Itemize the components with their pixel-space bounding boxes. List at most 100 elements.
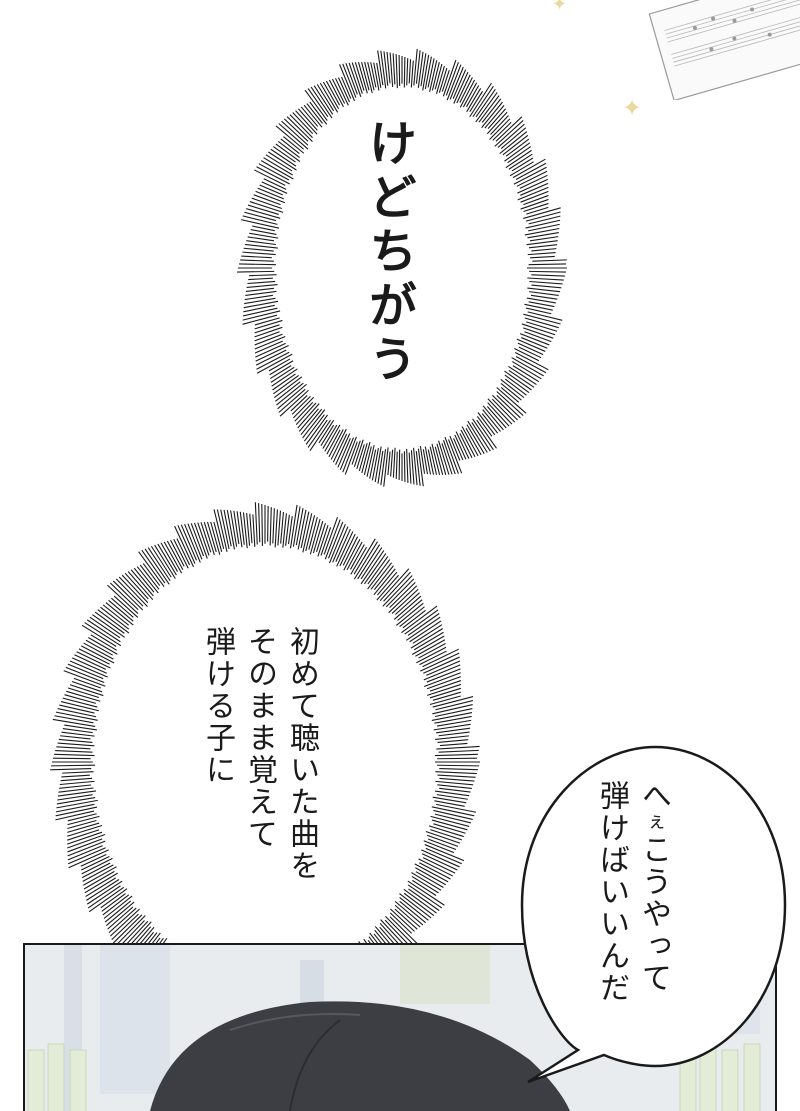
burst-line bbox=[242, 215, 278, 225]
burst-line bbox=[531, 248, 557, 252]
burst-line bbox=[256, 166, 290, 185]
burst-line bbox=[439, 787, 471, 793]
burst-line bbox=[115, 578, 144, 607]
burst-line bbox=[371, 448, 379, 481]
burst-line bbox=[351, 440, 361, 465]
burst-line bbox=[508, 365, 537, 386]
burst-line bbox=[97, 609, 130, 634]
burst-line bbox=[105, 602, 134, 626]
burst-line bbox=[283, 136, 305, 154]
burst-line bbox=[509, 161, 534, 177]
burst-line bbox=[406, 616, 441, 641]
burst-line bbox=[85, 639, 113, 656]
burst-line bbox=[273, 374, 299, 395]
burst-line bbox=[407, 613, 440, 636]
burst-line bbox=[394, 908, 418, 930]
burst-line bbox=[69, 660, 108, 678]
burst-line bbox=[427, 449, 435, 475]
burst-line bbox=[505, 138, 530, 157]
burst-line bbox=[251, 197, 282, 210]
burst-line bbox=[418, 858, 454, 877]
burst-line bbox=[316, 84, 335, 112]
burst-line bbox=[469, 90, 484, 113]
burst-line bbox=[339, 437, 354, 470]
burst-line bbox=[100, 606, 130, 630]
burst-line bbox=[242, 307, 278, 317]
burst-line bbox=[353, 541, 378, 580]
burst-line bbox=[256, 351, 290, 370]
burst-line bbox=[453, 71, 469, 104]
burst-line bbox=[412, 879, 437, 896]
burst-line bbox=[277, 383, 307, 410]
burst-line bbox=[255, 344, 289, 362]
bubble-3-text: へぇこうやって 弾けばいいんだ bbox=[590, 780, 674, 1004]
burst-line bbox=[290, 395, 308, 412]
burst-line bbox=[432, 704, 473, 715]
burst-line bbox=[67, 829, 100, 841]
burst-line bbox=[245, 290, 277, 297]
burst-line bbox=[67, 834, 106, 849]
burst-line bbox=[184, 523, 201, 563]
burst-line bbox=[353, 439, 364, 467]
burst-line bbox=[526, 240, 558, 246]
burst-line bbox=[424, 56, 432, 90]
burst-line bbox=[197, 522, 210, 556]
burst-line bbox=[295, 110, 318, 135]
burst-line bbox=[380, 449, 387, 486]
burst-line bbox=[240, 259, 274, 262]
burst-line bbox=[82, 864, 114, 882]
burst-line bbox=[61, 731, 95, 737]
burst-line bbox=[500, 127, 527, 149]
burst-line bbox=[272, 373, 296, 391]
burst-line bbox=[390, 908, 415, 932]
burst-line bbox=[57, 794, 93, 801]
burst-line bbox=[418, 643, 446, 659]
burst-line bbox=[247, 204, 279, 215]
burst-line bbox=[452, 69, 467, 99]
burst-line bbox=[68, 849, 109, 869]
burst-line bbox=[313, 85, 334, 115]
burst-line bbox=[512, 158, 546, 179]
burst-line bbox=[174, 525, 195, 568]
burst-line bbox=[62, 771, 94, 774]
burst-line bbox=[415, 639, 446, 657]
burst-line bbox=[332, 433, 348, 463]
burst-line bbox=[58, 738, 93, 743]
burst-line bbox=[443, 440, 456, 475]
burst-line bbox=[289, 114, 313, 138]
burst-line bbox=[497, 123, 525, 148]
burst-line bbox=[243, 304, 275, 313]
burst-line bbox=[59, 780, 95, 786]
burst-line bbox=[394, 900, 424, 926]
burst-line bbox=[94, 611, 125, 634]
burst-line bbox=[389, 52, 394, 87]
burst-line bbox=[253, 194, 281, 206]
burst-line bbox=[353, 538, 376, 575]
burst-line bbox=[62, 728, 93, 734]
burst-line bbox=[376, 574, 399, 601]
burst-line bbox=[203, 521, 215, 556]
burst-line bbox=[434, 813, 472, 824]
burst-line bbox=[133, 567, 155, 593]
burst-line bbox=[428, 838, 457, 851]
burst-line bbox=[260, 160, 294, 180]
burst-line bbox=[57, 742, 95, 747]
burst-line bbox=[523, 207, 561, 219]
burst-line bbox=[523, 313, 561, 325]
burst-line bbox=[517, 178, 548, 194]
burst-line bbox=[417, 448, 424, 487]
burst-line bbox=[515, 162, 547, 181]
burst-line bbox=[128, 921, 152, 948]
burst-line bbox=[72, 657, 107, 674]
burst-line bbox=[459, 433, 473, 459]
burst-line bbox=[254, 336, 286, 350]
burst-line bbox=[496, 387, 527, 414]
burst-line bbox=[233, 510, 240, 545]
burst-line bbox=[439, 777, 475, 782]
burst-line bbox=[273, 376, 303, 399]
burst-line bbox=[370, 562, 393, 590]
burst-line bbox=[433, 809, 473, 820]
burst-line bbox=[249, 513, 253, 544]
burst-line bbox=[101, 893, 126, 912]
burst-line bbox=[446, 64, 462, 101]
